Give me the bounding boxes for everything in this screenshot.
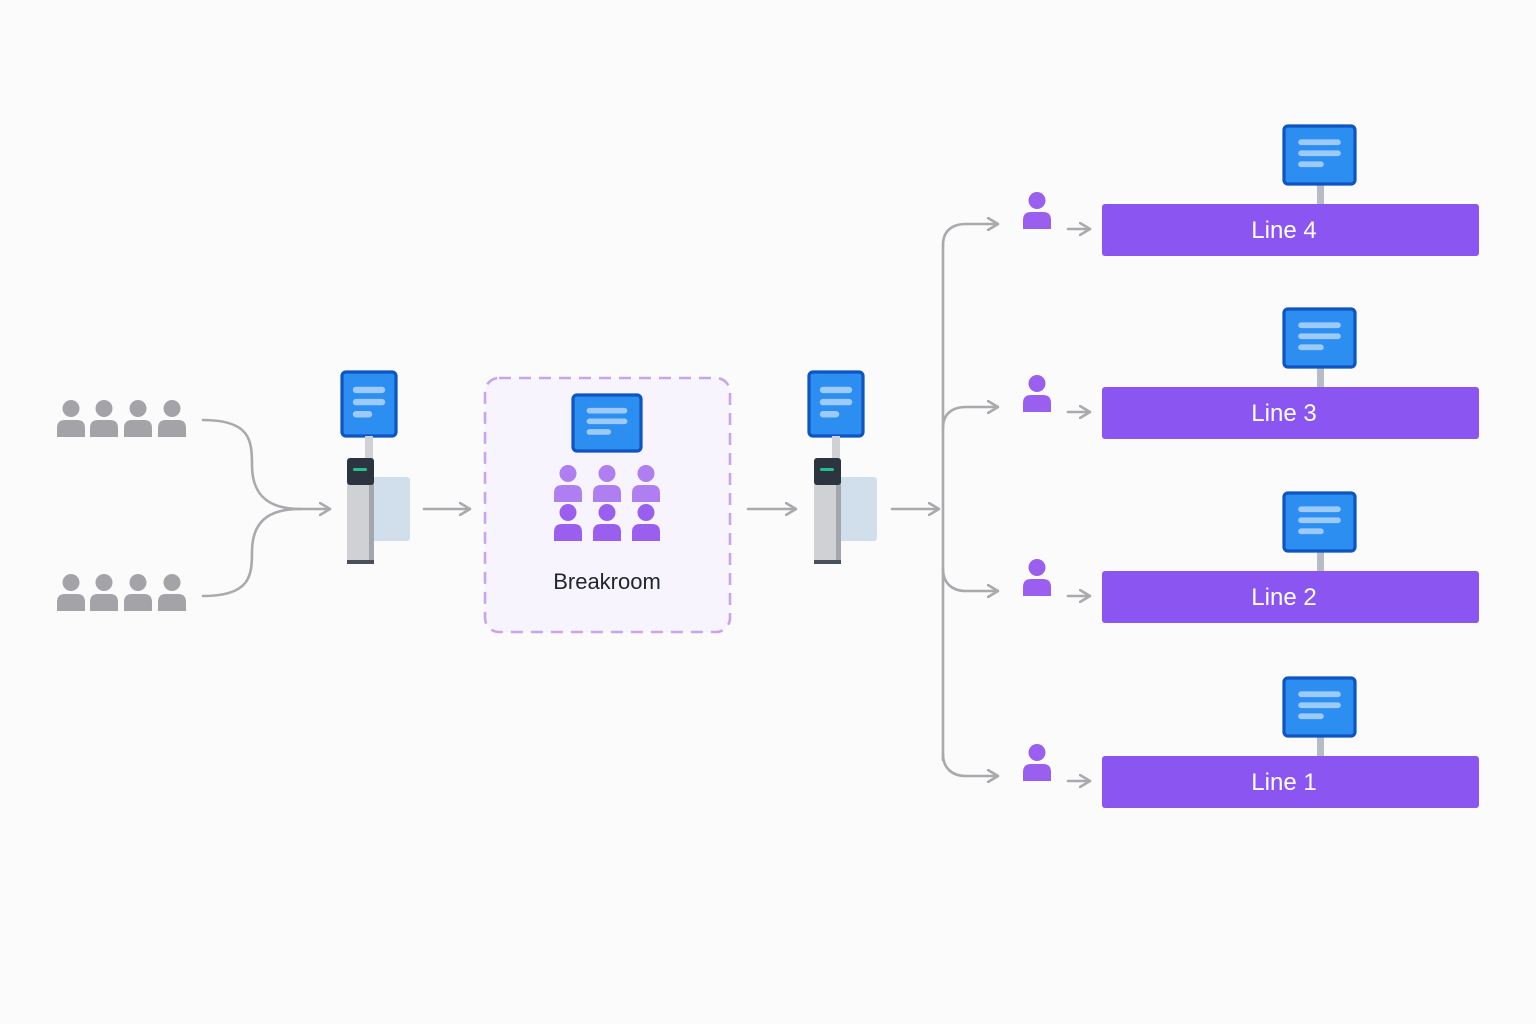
turnstile-glass-panel	[369, 477, 410, 541]
resting-person-icon	[554, 465, 582, 502]
entry-turnstile-icon	[340, 370, 410, 564]
turnstile-status-light	[353, 468, 367, 471]
worker-person-icon	[124, 400, 152, 437]
turnstile-reader-head	[347, 458, 374, 485]
line-bar	[1102, 387, 1479, 439]
line-worker-person-icon	[1023, 559, 1051, 596]
line-bar	[1102, 756, 1479, 808]
turnstile-status-light	[820, 468, 834, 471]
breakroom-display-screen-icon	[571, 393, 643, 453]
resting-person-icon	[554, 504, 582, 541]
branch-line-1	[941, 752, 1000, 776]
exit-turnstile-icon	[807, 370, 877, 564]
merge-path-top	[201, 418, 302, 511]
resting-person-icon	[593, 504, 621, 541]
merge-connector	[201, 418, 332, 598]
turnstile-body	[347, 462, 374, 564]
merge-path-bottom	[201, 507, 302, 598]
worker-person-icon	[90, 574, 118, 611]
line-display-screen-icon	[1282, 491, 1357, 553]
line-bar	[1102, 571, 1479, 623]
entry-checkpoint	[340, 370, 410, 564]
line-label: Line 2	[1251, 584, 1316, 611]
line-label: Line 4	[1251, 217, 1316, 244]
line-worker-person-icon	[1023, 744, 1051, 781]
split-connector	[890, 224, 1000, 776]
branch-line-4	[941, 224, 1000, 247]
turnstile-glass-panel	[836, 477, 877, 541]
breakroom-area: Breakroom	[483, 376, 732, 634]
resting-person-icon	[632, 504, 660, 541]
breakroom-people	[554, 465, 660, 541]
checkpoint-screen-icon	[340, 370, 398, 438]
breakroom-screen-icon	[571, 393, 643, 453]
worker-group-bottom	[57, 574, 186, 611]
line-label: Line 3	[1251, 400, 1316, 427]
worker-person-icon	[158, 574, 186, 611]
resting-person-icon	[593, 465, 621, 502]
production-lines: Line 4 Line 3 Line 2 Line 1	[1023, 124, 1479, 808]
production-line-line-1: Line 1	[1023, 676, 1479, 808]
worker-person-icon	[124, 574, 152, 611]
worker-person-icon	[90, 400, 118, 437]
checkpoint-screen-icon	[807, 370, 865, 438]
line-display-screen-icon	[1282, 676, 1357, 738]
line-display-screen-icon	[1282, 307, 1357, 369]
turnstile-body	[814, 462, 841, 564]
worker-person-icon	[158, 400, 186, 437]
exit-checkpoint	[807, 370, 877, 564]
line-worker-person-icon	[1023, 192, 1051, 229]
line-label: Line 1	[1251, 769, 1316, 796]
production-line-line-3: Line 3	[1023, 307, 1479, 439]
resting-person-icon	[632, 465, 660, 502]
breakroom-label: Breakroom	[553, 569, 661, 594]
turnstile-reader-head	[814, 458, 841, 485]
production-line-line-2: Line 2	[1023, 491, 1479, 623]
line-bar	[1102, 204, 1479, 256]
branch-line-3	[941, 407, 1000, 430]
line-worker-person-icon	[1023, 375, 1051, 412]
worker-person-icon	[57, 574, 85, 611]
line-display-screen-icon	[1282, 124, 1357, 186]
branch-line-2	[941, 567, 1000, 591]
production-line-line-4: Line 4	[1023, 124, 1479, 256]
worker-group-top	[57, 400, 186, 437]
worker-person-icon	[57, 400, 85, 437]
